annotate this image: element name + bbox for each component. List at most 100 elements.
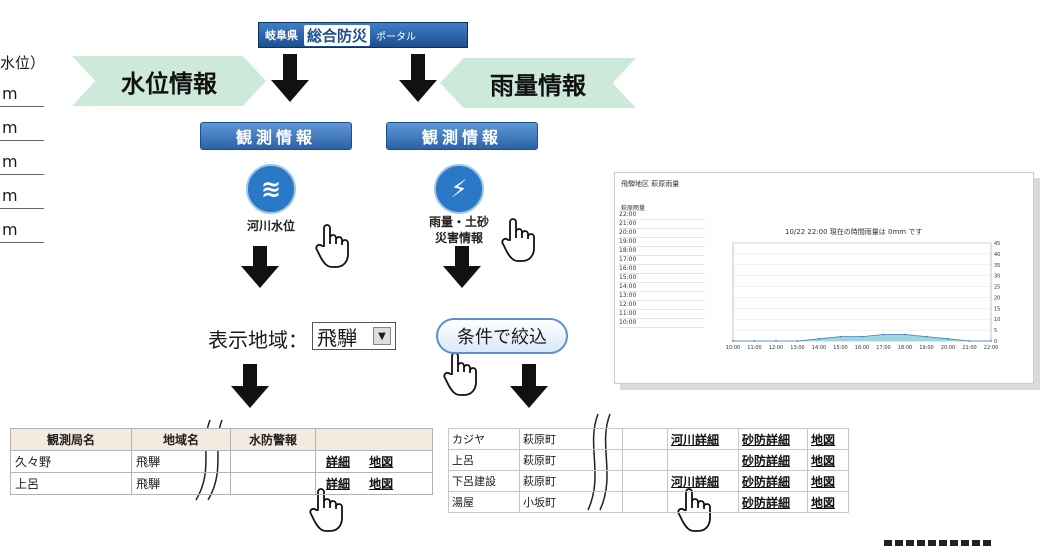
y-tick-label: 35 xyxy=(994,263,1000,269)
hand-cursor-icon xyxy=(501,218,535,262)
x-tick-label: 13:00 xyxy=(790,345,804,351)
hand-cursor-icon xyxy=(315,224,349,268)
unit-row: m xyxy=(0,148,44,175)
data-point xyxy=(925,335,928,338)
chevron-down-icon[interactable]: ▼ xyxy=(373,327,391,345)
rainfall-table: カジヤ 萩原町 河川詳細 砂防詳細 地図 上呂 萩原町 砂防詳細 地図 下呂建設… xyxy=(448,428,849,513)
sabo-detail-link[interactable]: 砂防詳細 xyxy=(742,453,791,468)
y-tick-label: 30 xyxy=(994,274,1000,280)
x-tick-label: 15:00 xyxy=(833,345,847,351)
water-level-table: 観測局名 地域名 水防警報 久々野 飛騨 詳細 地図 上呂 飛騨 詳細 地図 xyxy=(10,428,433,495)
cropped-logo xyxy=(884,530,994,547)
side-row: 13:00 xyxy=(619,292,705,301)
x-tick-label: 17:00 xyxy=(876,345,890,351)
down-arrow-icon xyxy=(443,246,481,288)
plot-area xyxy=(732,242,992,342)
river-water-level-icon[interactable]: ≋ xyxy=(246,164,296,214)
table-row: 久々野 飛騨 詳細 地図 xyxy=(10,450,433,473)
side-row: 14:00 xyxy=(619,283,705,292)
unit-row: m xyxy=(0,80,44,107)
rain-landslide-icon[interactable]: ⚡ xyxy=(434,164,484,214)
table-row: 下呂建設 萩原町 河川詳細 砂防詳細 地図 xyxy=(448,470,849,492)
down-arrow-icon xyxy=(231,364,269,408)
table-row: 上呂 飛騨 詳細 地図 xyxy=(10,472,433,495)
side-row: 18:00 xyxy=(619,247,705,256)
y-tick-label: 25 xyxy=(994,285,1000,291)
down-arrow-icon xyxy=(241,246,279,288)
series-area xyxy=(733,334,991,341)
region-label: 表示地域： xyxy=(208,328,308,352)
water-level-tag: 水位情報 xyxy=(72,56,266,106)
col-header: 観測局名 xyxy=(10,428,132,451)
y-tick-label: 5 xyxy=(994,328,997,334)
rain-landslide-label[interactable]: 雨量・土砂 災害情報 xyxy=(428,215,489,245)
x-tick-label: 10:00 xyxy=(726,345,740,351)
map-link[interactable]: 地図 xyxy=(369,455,394,469)
data-point xyxy=(796,340,799,342)
rainfall-chart-panel: 飛騨地区 萩原雨量 萩原雨量 22:00 21:00 20:00 19:00 1… xyxy=(614,172,1034,384)
side-row: 17:00 xyxy=(619,256,705,265)
sabo-detail-link[interactable]: 砂防詳細 xyxy=(742,432,791,447)
portal-suffix: ポータル xyxy=(376,31,417,43)
side-row: 10:00 xyxy=(619,319,705,328)
hand-cursor-icon xyxy=(309,488,343,532)
chart-panel-title: 飛騨地区 萩原雨量 xyxy=(621,180,680,188)
data-point xyxy=(990,340,992,342)
y-tick-label: 40 xyxy=(994,252,1000,258)
x-tick-label: 22:00 xyxy=(984,345,998,351)
data-point xyxy=(882,333,885,336)
col-header: 水防警報 xyxy=(230,428,316,451)
y-tick-label: 45 xyxy=(994,241,1000,247)
y-tick-label: 10 xyxy=(994,317,1000,323)
data-point xyxy=(904,333,906,336)
data-point xyxy=(818,337,820,340)
side-row: 19:00 xyxy=(619,238,705,247)
col-header xyxy=(315,428,433,451)
filter-button[interactable]: 条件で絞込 xyxy=(436,318,568,354)
map-link[interactable]: 地図 xyxy=(369,477,394,491)
side-table: 22:00 21:00 20:00 19:00 18:00 17:00 16:0… xyxy=(619,211,705,328)
region-select[interactable]: 飛騨 ▼ xyxy=(312,322,396,350)
map-link[interactable]: 地図 xyxy=(811,495,836,510)
col-header: 地域名 xyxy=(131,428,231,451)
data-point xyxy=(861,335,863,338)
portal-prefecture: 岐阜県 xyxy=(265,29,298,42)
river-detail-link[interactable]: 河川詳細 xyxy=(671,432,720,447)
side-row: 15:00 xyxy=(619,274,705,283)
map-link[interactable]: 地図 xyxy=(811,474,836,489)
rainfall-tag: 雨量情報 xyxy=(440,58,636,108)
portal-title: 総合防災 xyxy=(304,24,371,46)
side-row: 11:00 xyxy=(619,310,705,319)
table-row: 上呂 萩原町 砂防詳細 地図 xyxy=(448,449,849,471)
side-row: 12:00 xyxy=(619,301,705,310)
x-tick-label: 12:00 xyxy=(769,345,783,351)
side-table-header: 萩原雨量 xyxy=(621,205,646,212)
side-row: 16:00 xyxy=(619,265,705,274)
hand-cursor-icon xyxy=(443,352,477,396)
down-arrow-icon xyxy=(510,364,548,408)
sabo-detail-link[interactable]: 砂防詳細 xyxy=(742,495,791,510)
map-link[interactable]: 地図 xyxy=(811,432,836,447)
data-point xyxy=(775,340,777,342)
obs-header-rain[interactable]: 観測情報 xyxy=(386,122,538,150)
region-select-value: 飛騨 xyxy=(317,325,357,350)
y-tick-label: 20 xyxy=(994,295,1000,301)
detail-link[interactable]: 詳細 xyxy=(326,455,351,469)
side-row: 20:00 xyxy=(619,229,705,238)
river-detail-link[interactable]: 河川詳細 xyxy=(671,474,720,489)
obs-header-water[interactable]: 観測情報 xyxy=(200,122,352,150)
table-row: カジヤ 萩原町 河川詳細 砂防詳細 地図 xyxy=(448,428,849,450)
data-point xyxy=(968,340,971,342)
unit-row: m xyxy=(0,182,44,209)
x-tick-label: 18:00 xyxy=(898,345,912,351)
detail-link[interactable]: 詳細 xyxy=(326,477,351,491)
down-arrow-icon xyxy=(271,54,309,102)
river-water-level-label[interactable]: 河川水位 xyxy=(246,219,295,233)
y-tick-label: 0 xyxy=(994,339,997,345)
map-link[interactable]: 地図 xyxy=(811,453,836,468)
portal-banner[interactable]: 岐阜県 総合防災 ポータル xyxy=(258,22,468,48)
data-point xyxy=(732,340,734,342)
unit-row: m xyxy=(0,216,44,243)
sabo-detail-link[interactable]: 砂防詳細 xyxy=(742,474,791,489)
unit-row: m xyxy=(0,114,44,141)
